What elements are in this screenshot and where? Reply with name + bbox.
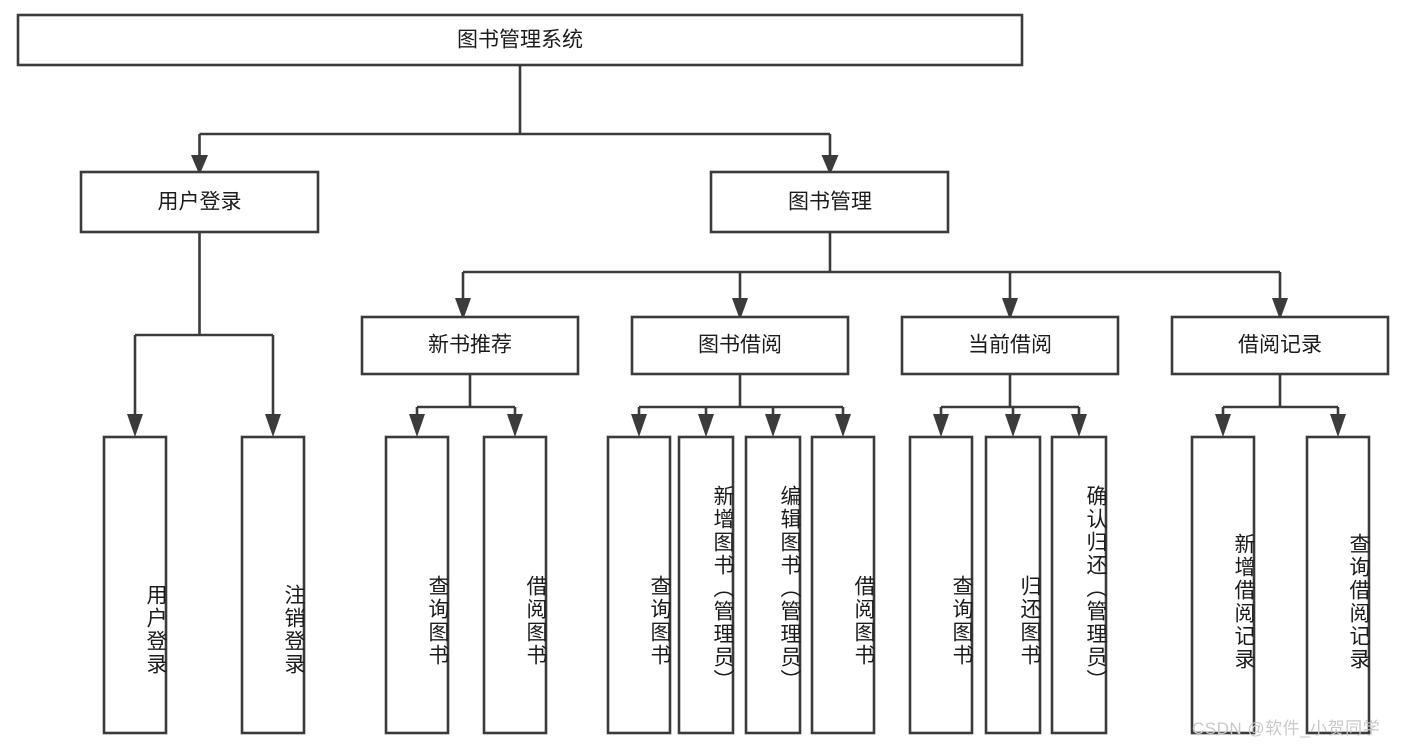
node-box[interactable] bbox=[1170, 315, 1390, 376]
leaf-box-user-login[interactable] bbox=[102, 435, 168, 735]
node-label: 图书管理 bbox=[788, 191, 872, 214]
node-new-book-rec[interactable]: 新书推荐 bbox=[360, 315, 580, 376]
node-box[interactable] bbox=[360, 315, 580, 376]
node-label: 用户登录 bbox=[158, 191, 242, 214]
node-label: 图书借阅 bbox=[698, 334, 782, 357]
leaf-box-query-record[interactable] bbox=[1305, 435, 1371, 735]
node-book-manage[interactable]: 图书管理 bbox=[709, 170, 950, 234]
arrow-icon bbox=[1005, 414, 1021, 437]
leaf-box-borrow-book-1[interactable] bbox=[482, 435, 548, 735]
node-user-login[interactable]: 用户登录 bbox=[79, 170, 320, 234]
node-label: 当前借阅 bbox=[968, 334, 1052, 357]
node-box[interactable] bbox=[630, 315, 850, 376]
node-label: 新书推荐 bbox=[428, 334, 512, 357]
arrow-icon bbox=[265, 414, 281, 437]
connector-newbookrec-to-leaves bbox=[409, 374, 523, 437]
leaf-box-add-book[interactable] bbox=[677, 435, 735, 735]
connector-currentborrow-to-leaves bbox=[933, 374, 1087, 437]
leaf-box-confirm-return[interactable] bbox=[1050, 435, 1108, 735]
arrow-icon bbox=[127, 414, 143, 437]
node-label: 借阅记录 bbox=[1238, 334, 1322, 357]
arrow-icon bbox=[1215, 414, 1231, 437]
leaf-boxes bbox=[102, 435, 1371, 735]
leaf-box-return-book[interactable] bbox=[984, 435, 1042, 735]
arrow-icon bbox=[507, 414, 523, 437]
arrow-icon bbox=[409, 414, 425, 437]
arrow-icon bbox=[1071, 414, 1087, 437]
arrow-icon bbox=[455, 298, 471, 320]
arrow-icon bbox=[191, 155, 208, 175]
leaf-box-query-book-3[interactable] bbox=[908, 435, 974, 735]
node-label: 图书管理系统 bbox=[457, 29, 583, 52]
node-borrow-record[interactable]: 借阅记录 bbox=[1170, 315, 1390, 376]
connector-bookborrow-to-leaves bbox=[631, 374, 851, 437]
node-box[interactable] bbox=[900, 315, 1120, 376]
node-root[interactable]: 图书管理系统 bbox=[16, 13, 1024, 67]
arrow-icon bbox=[732, 298, 748, 320]
node-book-borrow[interactable]: 图书借阅 bbox=[630, 315, 850, 376]
arrow-icon bbox=[765, 414, 781, 437]
arrow-icon bbox=[1272, 298, 1288, 320]
node-box[interactable] bbox=[79, 170, 320, 234]
leaf-box-query-book-1[interactable] bbox=[384, 435, 450, 735]
node-box[interactable] bbox=[709, 170, 950, 234]
leaf-box-user-logout[interactable] bbox=[240, 435, 306, 735]
leaf-box-query-book-2[interactable] bbox=[606, 435, 672, 735]
connector-borrowrecord-to-leaves bbox=[1215, 374, 1346, 437]
leaf-box-add-record[interactable] bbox=[1190, 435, 1256, 735]
node-current-borrow[interactable]: 当前借阅 bbox=[900, 315, 1120, 376]
csdn-watermark: CSDN @软件_小贺同学 bbox=[1192, 719, 1381, 738]
connector-bookmanage-to-level3 bbox=[455, 232, 1288, 320]
leaf-box-edit-book[interactable] bbox=[744, 435, 802, 735]
leaf-box-borrow-book-2[interactable] bbox=[810, 435, 876, 735]
arrow-icon bbox=[1002, 298, 1018, 320]
arrow-icon bbox=[835, 414, 851, 437]
arrow-icon bbox=[821, 155, 839, 175]
arrow-icon bbox=[698, 414, 714, 437]
arrow-icon bbox=[631, 414, 647, 437]
connector-userlogin-to-leaves bbox=[127, 232, 281, 437]
arrow-icon bbox=[933, 414, 949, 437]
node-box[interactable] bbox=[16, 13, 1024, 67]
arrow-icon bbox=[1330, 414, 1346, 437]
connector-root-to-level2 bbox=[191, 65, 839, 175]
